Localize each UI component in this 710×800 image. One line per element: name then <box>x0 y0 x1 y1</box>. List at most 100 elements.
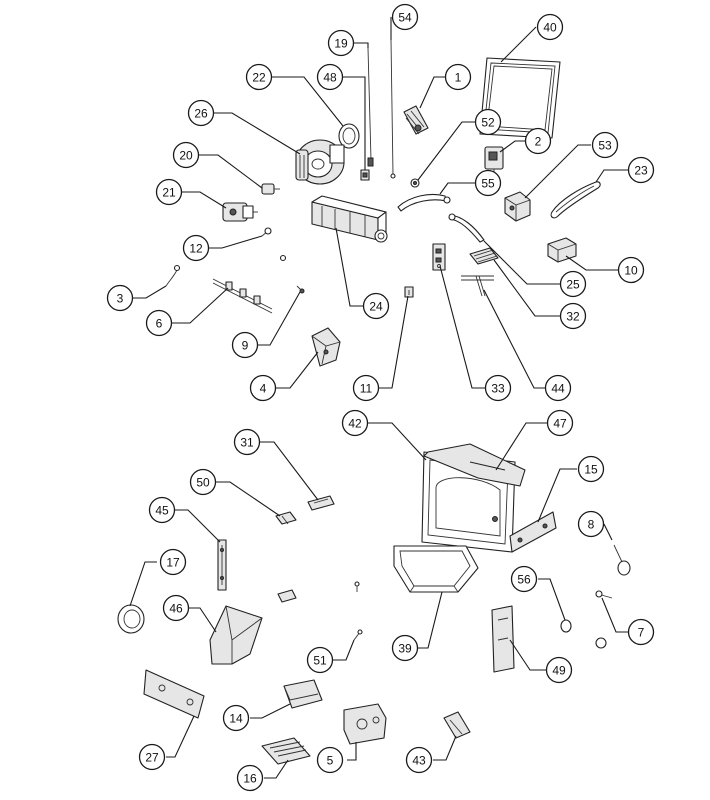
callout-circle <box>155 178 183 206</box>
callout-number: 50 <box>196 476 210 490</box>
part-tube-55 <box>397 193 451 212</box>
callout-20: 20 <box>172 141 200 169</box>
part-wire-9 <box>296 285 305 294</box>
callout-15: 15 <box>577 455 605 483</box>
callout-10: 10 <box>617 256 645 284</box>
leader-33 <box>439 265 486 389</box>
callout-32: 32 <box>559 302 587 330</box>
part-pin-54 <box>390 39 396 179</box>
callout-number: 56 <box>517 573 531 587</box>
callout-42: 42 <box>341 409 369 437</box>
callout-number: 40 <box>543 21 557 35</box>
leader-21 <box>182 191 227 209</box>
callout-52: 52 <box>474 108 502 136</box>
part-blower <box>295 139 345 185</box>
callout-3: 3 <box>106 284 134 312</box>
part-door-trim <box>423 443 526 487</box>
callout-circle <box>536 13 564 41</box>
part-switch-2 <box>484 146 504 174</box>
callout-circle <box>577 510 605 538</box>
callout-number: 33 <box>491 382 505 396</box>
leader-47 <box>495 422 547 471</box>
callout-number: 15 <box>584 463 598 477</box>
part-screw-12 <box>261 227 272 237</box>
callout-circle <box>474 169 502 197</box>
part-cleanout-rod <box>212 278 273 314</box>
leader-31 <box>260 441 319 501</box>
leader-50 <box>216 481 281 517</box>
callout-circle <box>510 565 538 593</box>
callout-number: 14 <box>229 712 243 726</box>
callout-circle <box>391 634 419 662</box>
callout-number: 42 <box>348 417 362 431</box>
part-control-board <box>432 243 446 271</box>
part-plate-49 <box>491 605 515 673</box>
callout-11: 11 <box>352 374 380 402</box>
parts-layer <box>117 39 631 765</box>
part-grate-16 <box>261 737 311 765</box>
callout-6: 6 <box>145 309 173 337</box>
callout-55: 55 <box>474 169 502 197</box>
leader-32 <box>493 259 561 317</box>
callout-26: 26 <box>187 99 215 127</box>
callout-number: 51 <box>313 654 327 668</box>
callout-number: 53 <box>598 139 612 153</box>
leader-40 <box>500 26 537 63</box>
callout-number: 24 <box>369 300 383 314</box>
callout-circle <box>236 764 264 792</box>
callout-2: 2 <box>524 127 552 155</box>
callout-number: 49 <box>552 664 566 678</box>
callout-4: 4 <box>249 374 277 402</box>
part-igniter <box>403 105 429 135</box>
leader-1 <box>419 76 446 109</box>
part-clip-48 <box>360 169 370 181</box>
leader-53 <box>524 144 591 199</box>
callout-number: 54 <box>398 11 412 25</box>
callout-circle <box>352 374 380 402</box>
callout-40: 40 <box>536 13 564 41</box>
callout-circle <box>172 141 200 169</box>
leader-44 <box>483 289 546 389</box>
leader-56 <box>538 578 566 621</box>
callout-14: 14 <box>222 704 250 732</box>
part-tray-14 <box>283 679 323 709</box>
leader-26 <box>213 112 301 155</box>
callout-9: 9 <box>231 331 259 359</box>
callout-circle <box>222 704 250 732</box>
leader-2 <box>499 140 526 153</box>
part-control-box <box>504 191 531 222</box>
part-washer <box>279 254 287 262</box>
callout-27: 27 <box>138 743 166 771</box>
callout-number: 2 <box>535 135 542 149</box>
part-wire-3 <box>165 264 181 287</box>
leader-3 <box>133 285 167 299</box>
leader-39 <box>418 591 443 649</box>
part-gasket-ring <box>338 123 360 149</box>
leader-49 <box>509 639 547 671</box>
callout-number: 48 <box>323 71 337 85</box>
callout-circle <box>316 746 344 774</box>
part-hopper-chute <box>209 605 263 665</box>
part-rail-45 <box>217 539 227 591</box>
leader-17 <box>129 561 157 607</box>
callout-number: 25 <box>566 278 580 292</box>
leader-8 <box>603 523 613 541</box>
callout-number: 4 <box>260 382 267 396</box>
part-small-clip <box>354 581 360 592</box>
callout-46: 46 <box>162 594 190 622</box>
callout-circle <box>249 374 277 402</box>
callout-number: 44 <box>551 382 565 396</box>
callout-number: 55 <box>481 177 495 191</box>
leader-46 <box>189 607 217 633</box>
callout-number: 52 <box>481 116 495 130</box>
callout-number: 7 <box>638 626 645 640</box>
callout-circle <box>405 746 433 774</box>
callout-circle <box>233 428 261 456</box>
leader-25 <box>483 240 561 285</box>
leader-45 <box>175 509 221 543</box>
callout-circle <box>182 234 210 262</box>
leader-27 <box>166 715 195 758</box>
callout-circle <box>187 99 215 127</box>
callout-49: 49 <box>545 656 573 684</box>
